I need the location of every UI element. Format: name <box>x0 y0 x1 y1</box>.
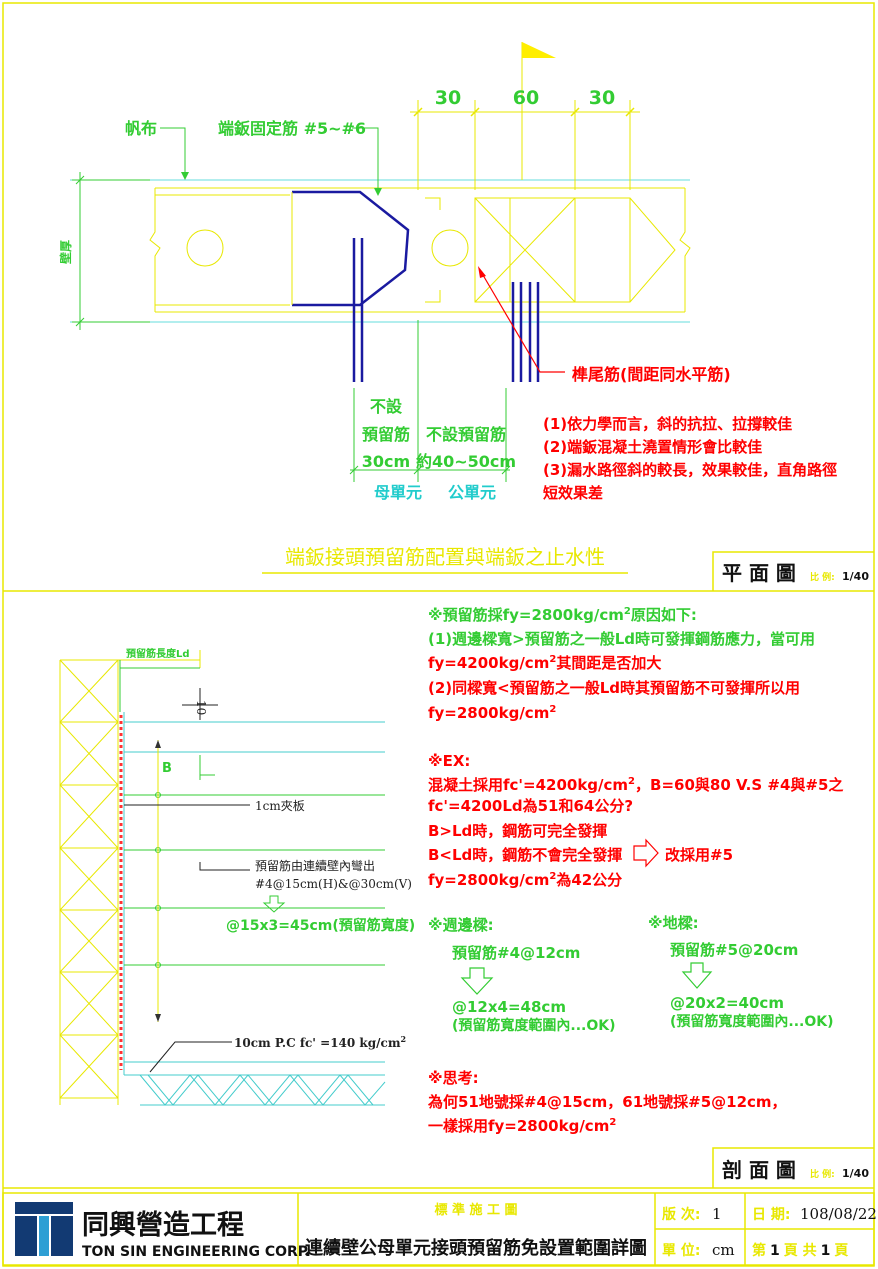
section-scale-value: 1/40 <box>842 1167 869 1180</box>
label-canvas: 帆布 <box>125 119 157 138</box>
title-block-grid <box>2 1192 875 1266</box>
note-think-1: 為何51地號採#4@15cm，61地號採#5@12cm， <box>427 1093 787 1111</box>
label-no-bar-40-50cm: 約40~50cm <box>416 452 516 471</box>
note-think-title: ※思考: <box>428 1069 479 1087</box>
unit-value: cm <box>712 1241 735 1259</box>
label-bar-bent-out: 預留筋由連續壁內彎出 <box>255 858 375 873</box>
note-ex-title: ※EX: <box>428 752 470 770</box>
note-think-2: 一樣採用fy=2800kg/cm2 <box>428 1117 616 1135</box>
note-ground-2: @20x2=40cm <box>670 994 784 1012</box>
down-arrow-icon <box>460 967 494 995</box>
dimension-60: 60 <box>513 87 539 109</box>
dimension-30-right: 30 <box>589 87 615 109</box>
note-fy-2: fy=4200kg/cm2其間距是否加大 <box>428 654 661 672</box>
label-reserved-bar-length: 預留筋長度Ld <box>126 647 190 660</box>
label-pc-concrete: 10cm P.C fc' =140 kg/cm2 <box>234 1034 406 1050</box>
plan-drawing <box>70 42 691 574</box>
section-title-box <box>712 1147 874 1188</box>
label-male-unit: 公單元 <box>448 483 496 502</box>
section-drawing <box>59 650 713 1106</box>
label-end-plate-fix-bar: 端鈑固定筋 #5~#6 <box>218 119 366 138</box>
plan-scale-value: 1/40 <box>842 570 869 583</box>
plan-section-title: 端鈑接頭預留筋配置與端鈑之止水性 <box>285 545 605 569</box>
note-fy-3: (2)同樑寬<預留筋之一般Ld時其預留筋不可發揮所以用 <box>428 679 800 697</box>
label-female-unit: 母單元 <box>374 483 422 502</box>
plan-note-3: (3)漏水路徑斜的較長，效果較佳，直角路徑 <box>543 461 837 479</box>
label-no-bar-30cm: 30cm <box>362 452 410 471</box>
plan-view-title: 平 面 圖 <box>722 561 796 585</box>
date-value: 108/08/22 <box>800 1205 877 1223</box>
section-view-title: 剖 面 圖 <box>722 1158 796 1182</box>
note-ground-1: 預留筋#5@20cm <box>670 941 798 959</box>
version-value: 1 <box>712 1205 722 1223</box>
note-ex-3: B>Ld時，鋼筋可完全發揮 <box>428 822 607 840</box>
label-bar-width: @15x3=45cm(預留筋寬度) <box>226 917 415 934</box>
note-perimeter-title: ※週邊樑: <box>428 916 494 934</box>
note-fy-1: (1)週邊樑寬>預留筋之一般Ld時可發揮鋼筋應力，當可用 <box>428 630 815 648</box>
label-no-bar-line2: 預留筋 <box>362 425 410 444</box>
unit-label: 單 位: <box>662 1242 700 1259</box>
plan-note-4: 短效果差 <box>543 484 603 502</box>
dimension-30-left: 30 <box>435 87 461 109</box>
company-name-cn: 同興營造工程 <box>82 1210 244 1241</box>
section-scale-label: 比 例: <box>810 1168 835 1180</box>
plan-scale-label: 比 例: <box>810 571 835 583</box>
down-arrow-icon <box>681 962 713 989</box>
label-tenon-bar: 榫尾筋(間距同水平筋) <box>571 365 731 384</box>
note-fy-4: fy=2800kg/cm2 <box>428 704 556 722</box>
label-dim-b: B <box>162 761 172 776</box>
label-no-bar-male: 不設預留筋 <box>426 425 506 444</box>
note-ex-4: B<Ld時，鋼筋不會完全發揮 <box>428 846 622 864</box>
label-no-bar-line1: 不設 <box>370 397 403 416</box>
date-label: 日 期: <box>752 1207 790 1223</box>
note-perimeter-1: 預留筋#4@12cm <box>452 944 580 962</box>
note-fy-title: ※預留筋採fy=2800kg/cm2原因如下: <box>428 606 697 624</box>
plan-title-box <box>712 551 874 591</box>
note-ex-5: fy=2800kg/cm2為42公分 <box>428 871 622 889</box>
right-arrow-icon <box>633 838 659 868</box>
standard-drawing-label: 標 準 施 工 圖 <box>434 1202 517 1218</box>
label-wall-thickness: 壁厚 <box>58 240 73 264</box>
note-ground-title: ※地樑: <box>648 914 699 932</box>
drawing-title: 連續壁公母單元接頭預留筋免設置範圍詳圖 <box>305 1237 647 1259</box>
company-name-en: TON SIN ENGINEERING CORP. <box>82 1244 311 1260</box>
version-label: 版 次: <box>662 1206 700 1223</box>
flag-icon <box>522 42 556 58</box>
note-ex-2: fc'=4200Ld為51和64公分? <box>428 797 633 815</box>
note-ex-1: 混凝土採用fc'=4200kg/cm2，B=60與80 V.S #4與#5之 <box>428 776 843 794</box>
note-perimeter-3: (預留筋寬度範圍內...OK) <box>452 1017 616 1034</box>
note-ex-4-tail: 改採用#5 <box>665 846 733 864</box>
company-logo <box>15 1202 73 1256</box>
label-plywood-plate: 1cm夾板 <box>255 799 305 813</box>
label-bar-spacing: #4@15cm(H)&@30cm(V) <box>255 877 412 891</box>
note-perimeter-2: @12x4=48cm <box>452 998 566 1016</box>
label-dim-10: 10 <box>194 700 208 715</box>
note-ground-3: (預留筋寬度範圍內...OK) <box>670 1013 834 1030</box>
plan-note-2: (2)端鈑混凝土澆置情形會比較佳 <box>543 438 762 456</box>
plan-note-1: (1)依力學而言，斜的抗拉、拉撐較佳 <box>543 415 792 433</box>
